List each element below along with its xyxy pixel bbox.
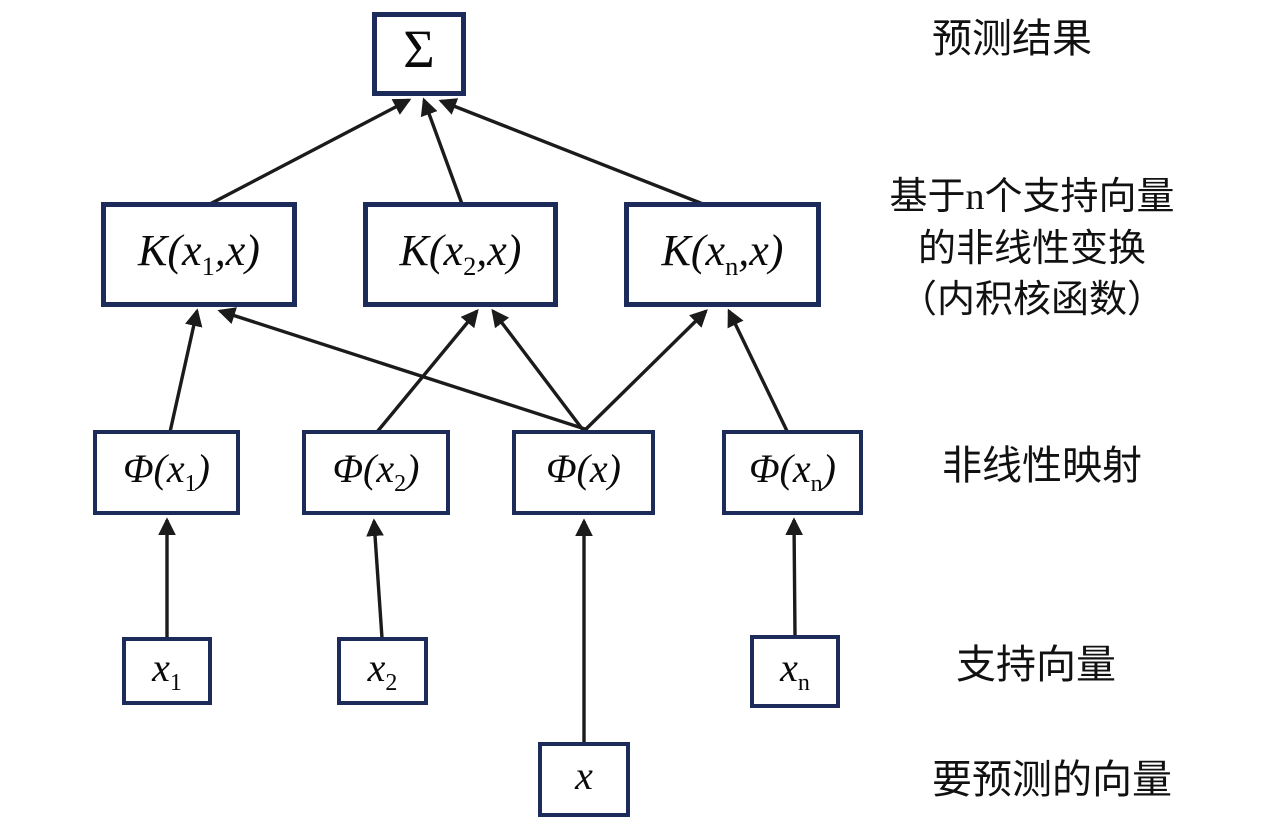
edge-phix-k1 <box>217 307 589 432</box>
label-kernel-line1: 基于n个支持向量 <box>889 176 1175 218</box>
node-phix: Φ(x) <box>512 430 655 515</box>
node-sum: Σ <box>372 12 466 96</box>
edge-phi2-k2 <box>375 308 479 434</box>
node-phi2: Φ(x2) <box>302 430 450 515</box>
node-x2: x2 <box>337 637 428 705</box>
node-x2-label: x2 <box>367 644 398 696</box>
edge-kn-sum <box>438 98 704 206</box>
label-support-vectors: 支持向量 <box>956 642 1116 687</box>
edge-k1-sum <box>209 98 412 206</box>
node-phi1: Φ(x1) <box>93 430 240 515</box>
label-kernel-line3: （内积核函数） <box>898 279 1166 322</box>
node-kn: K(xn,x) <box>624 202 821 307</box>
node-xn-label: xn <box>780 645 810 696</box>
node-phin-label: Φ(xn) <box>749 446 836 497</box>
edge-phi1-k1 <box>168 308 203 433</box>
node-xq-label: x <box>575 753 593 798</box>
node-k2-label: K(x2,x) <box>399 226 522 282</box>
node-phix-label: Φ(x) <box>546 446 621 491</box>
edge-phix-kn <box>583 309 708 432</box>
edge-phix-k2 <box>491 308 585 432</box>
node-phi1-label: Φ(x1) <box>123 446 210 497</box>
node-k1-label: K(x1,x) <box>138 226 260 282</box>
node-k1: K(x1,x) <box>101 202 297 307</box>
label-query-vector: 要预测的向量 <box>932 757 1172 802</box>
node-x1-label: x1 <box>152 644 182 696</box>
label-kernel-transform: 基于n个支持向量 的非线性变换 （内积核函数） <box>889 172 1174 327</box>
node-k2: K(x2,x) <box>363 202 558 307</box>
node-kn-label: K(xn,x) <box>661 226 784 282</box>
label-nonlinear-mapping: 非线性映射 <box>942 443 1142 488</box>
edge-phin-kn <box>727 308 789 432</box>
node-phin: Φ(xn) <box>722 430 863 515</box>
edge-k2-sum <box>420 97 464 205</box>
label-prediction: 预测结果 <box>932 16 1092 61</box>
edge-x2-phi2 <box>366 518 384 639</box>
edge-xn-phin <box>785 517 803 637</box>
node-xn: xn <box>750 635 840 708</box>
node-sum-label: Σ <box>403 19 435 80</box>
node-xq: x <box>538 742 630 817</box>
label-kernel-line2: 的非线性变换 <box>917 227 1147 270</box>
node-phi2-label: Φ(x2) <box>332 446 420 497</box>
node-x1: x1 <box>122 637 212 705</box>
